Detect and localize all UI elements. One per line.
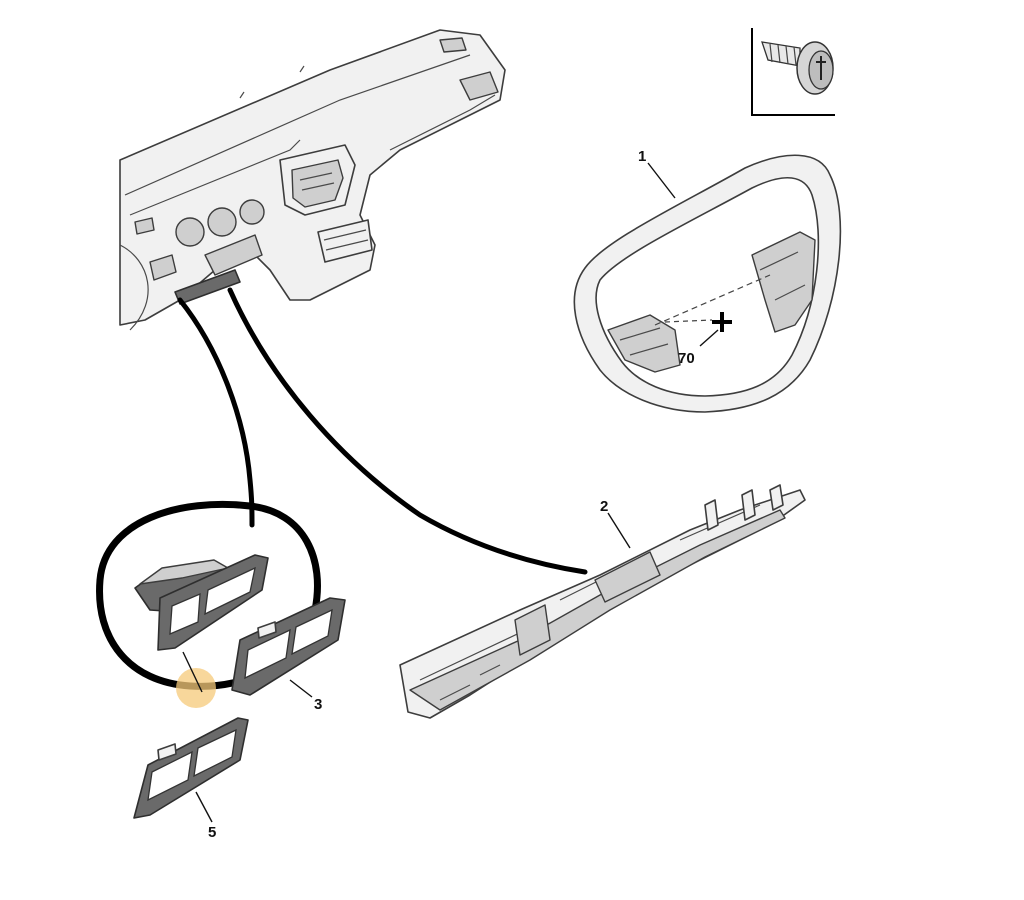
connector-line-right [227,287,588,575]
dashboard-illustration [119,29,506,331]
switch-panel-circled [134,554,269,651]
switch-panel-5 [133,717,249,819]
callout-1: 1 [638,148,646,165]
leader-part-2 [607,512,631,549]
leader-highlight [182,651,203,693]
screw-icon [761,41,834,95]
lower-bracket-2 [399,484,806,719]
connector-line-left [177,297,255,528]
leader-part-3 [289,679,313,698]
callout-2: 2 [600,498,608,515]
steering-wheel-trim-1 [573,154,842,413]
screw-inset [751,28,835,116]
highlight-dot [176,668,216,708]
leader-part-1 [647,162,676,199]
callout-70: 70 [678,350,695,367]
callout-5: 5 [208,824,216,841]
leader-part-70 [699,329,719,347]
callout-3: 3 [314,696,322,713]
switch-panel-3 [231,597,346,696]
plus-marker-icon [712,312,732,332]
leader-part-5 [195,791,213,823]
